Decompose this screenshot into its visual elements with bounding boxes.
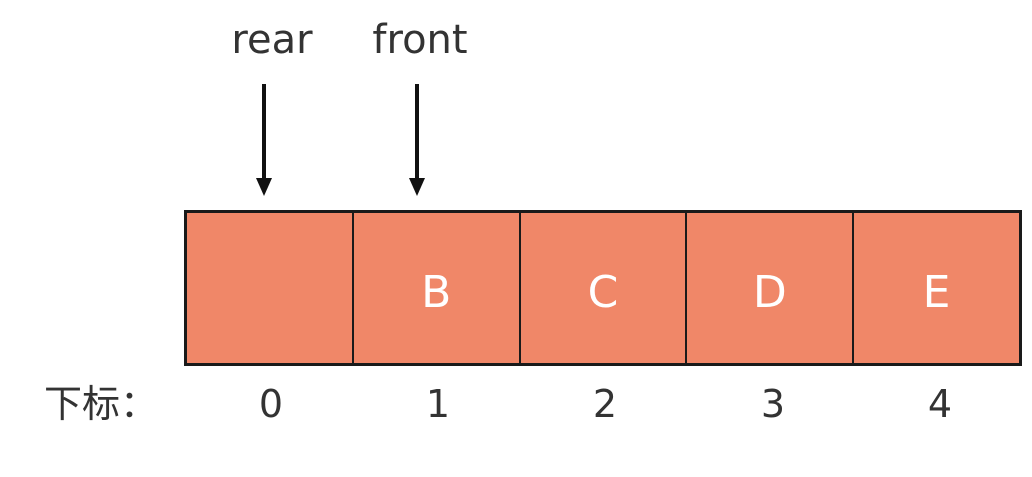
index-label-2: 2 bbox=[592, 382, 618, 426]
queue-cell-2: C bbox=[521, 213, 688, 363]
rear-pointer-arrow-icon bbox=[256, 84, 272, 196]
index-label-4: 4 bbox=[927, 382, 953, 426]
rear-label: rear bbox=[231, 17, 313, 63]
index-caption: 下标： bbox=[44, 382, 159, 426]
index-label-1: 1 bbox=[425, 382, 451, 426]
queue-cell-4: E bbox=[922, 266, 951, 318]
front-pointer-arrow-icon bbox=[409, 84, 425, 196]
queue-cell-0 bbox=[187, 213, 354, 363]
queue-cell-1: B bbox=[354, 213, 521, 363]
queue-array: B C D E bbox=[184, 210, 1022, 366]
index-label-3: 3 bbox=[760, 382, 786, 426]
index-label-0: 0 bbox=[258, 382, 284, 426]
queue-cell-3: D bbox=[687, 213, 855, 363]
front-label: front bbox=[372, 17, 468, 63]
